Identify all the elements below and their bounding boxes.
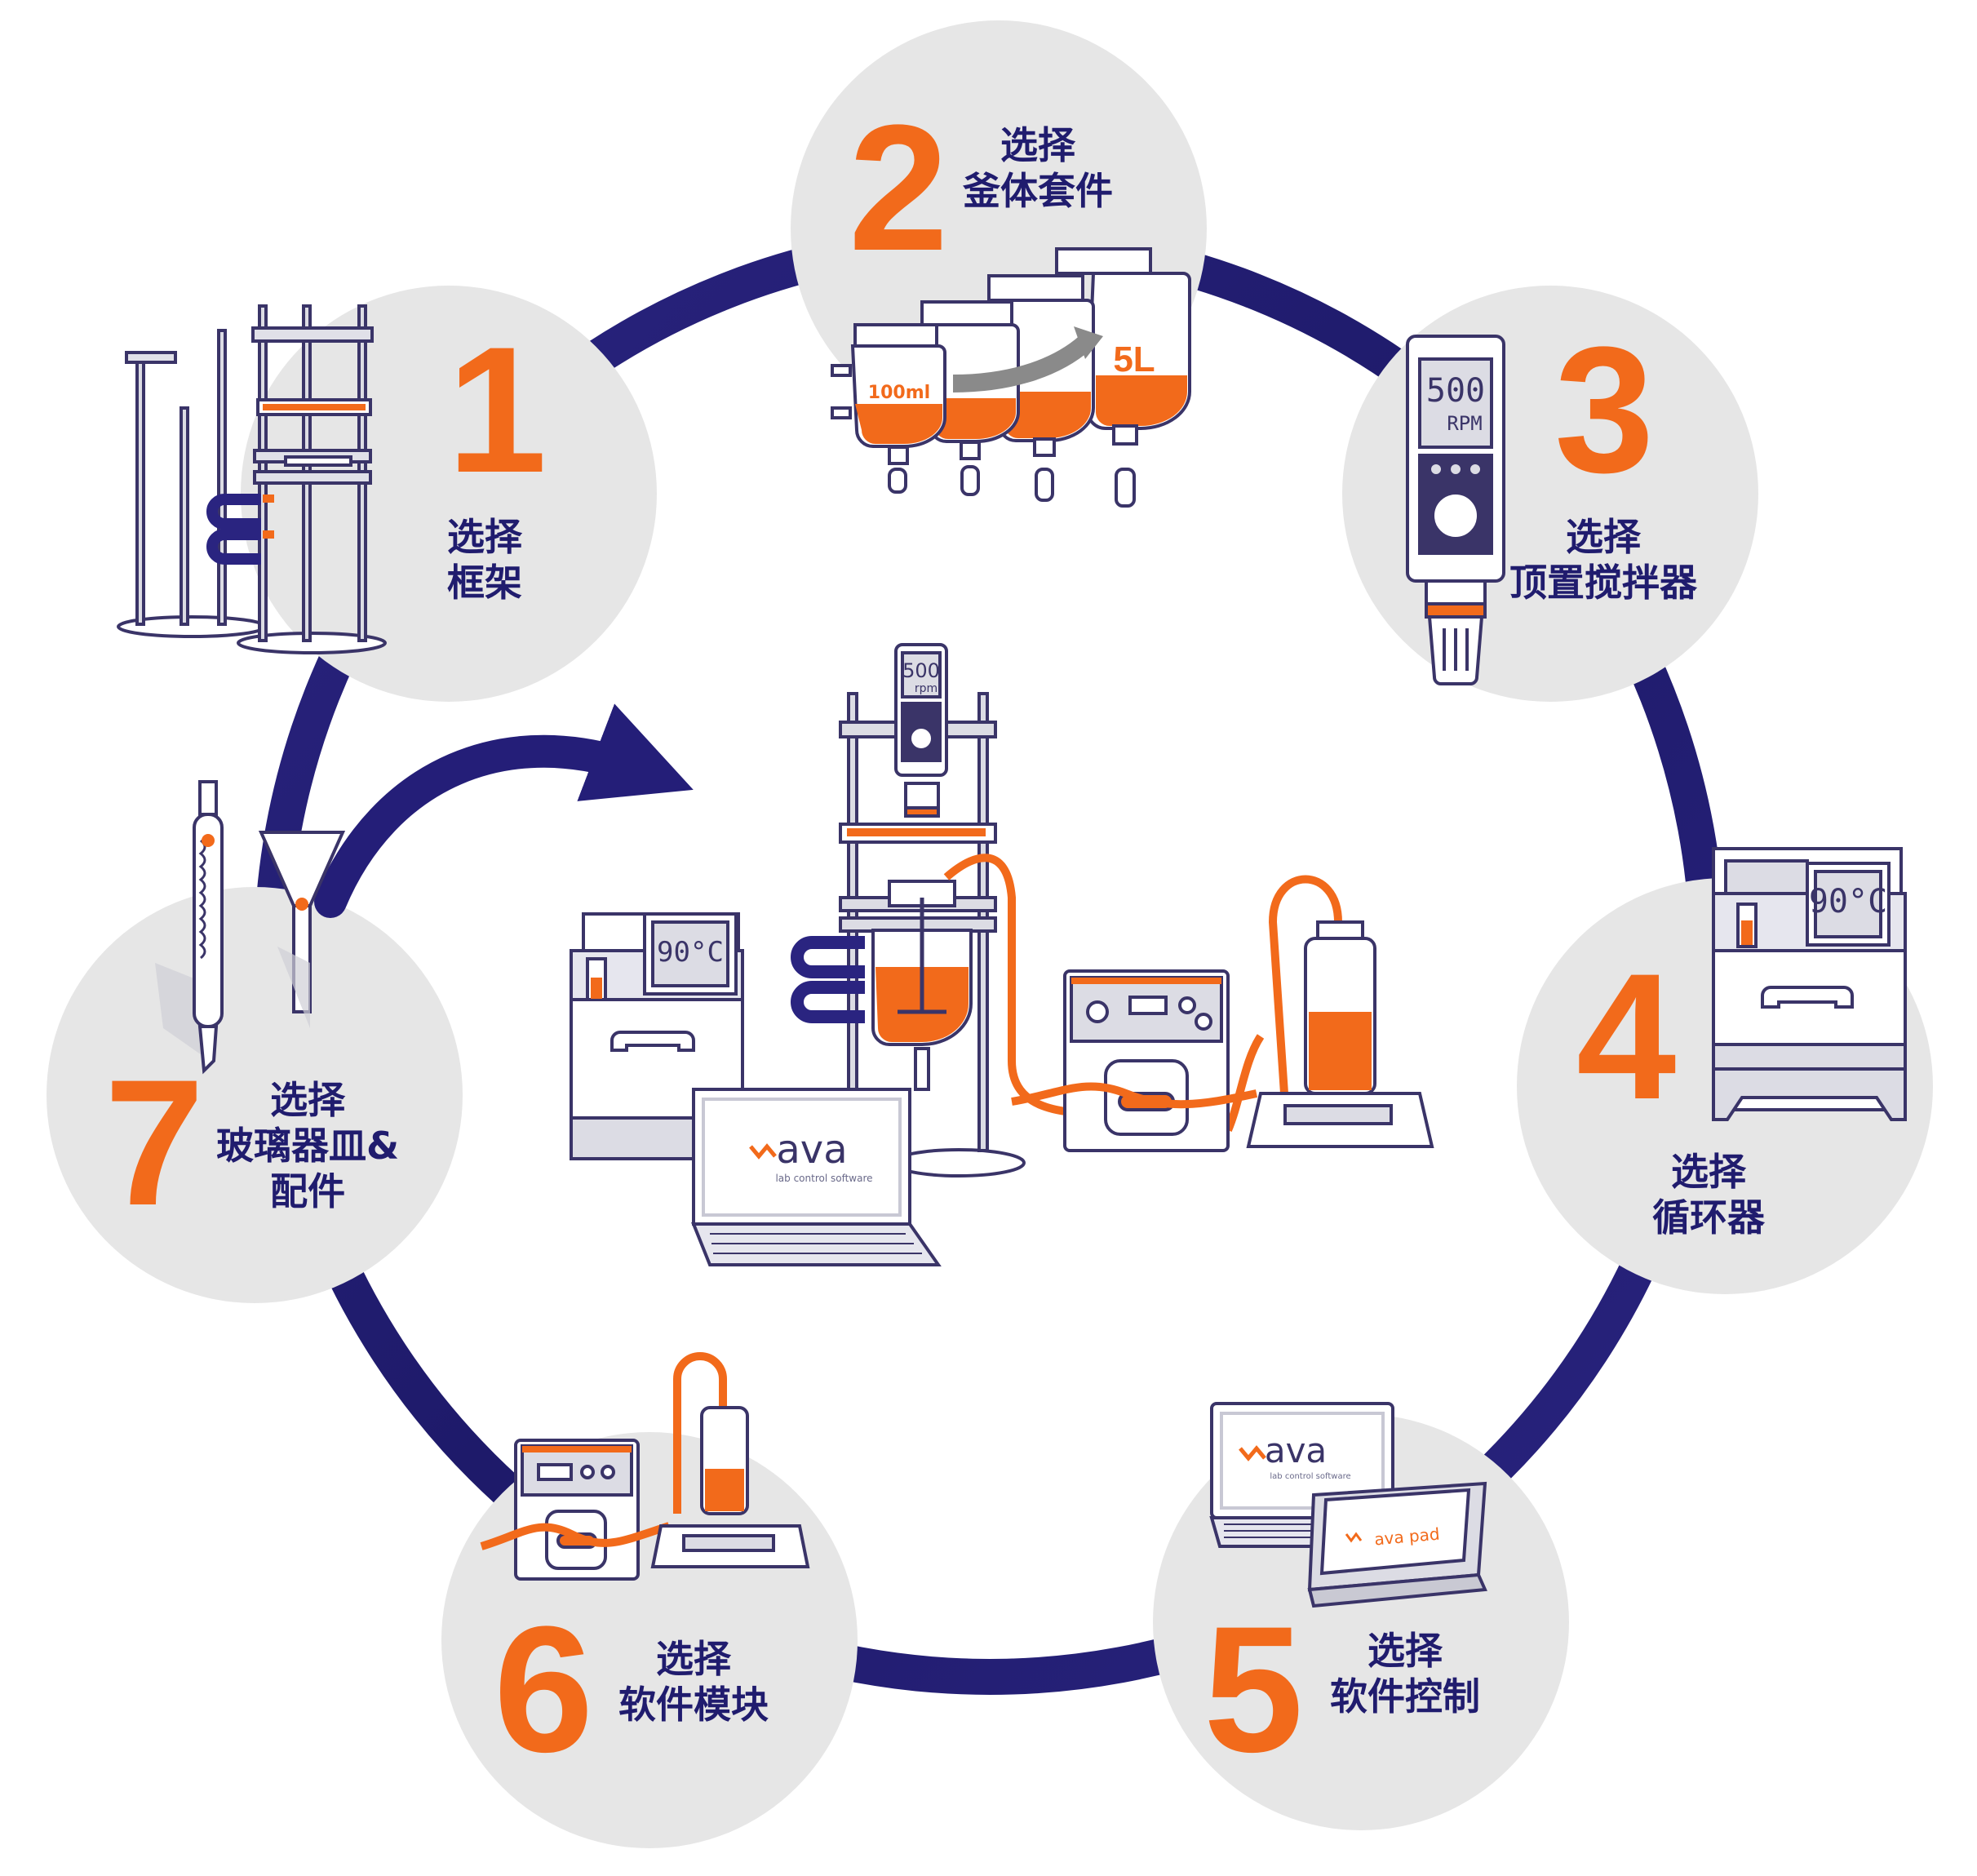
step-6-label-line2: 软件模块 xyxy=(618,1683,769,1727)
step-1-label-line1: 选择 xyxy=(447,515,522,559)
frame-illustration xyxy=(117,304,387,654)
step-7-label-line1: 选择 xyxy=(270,1078,346,1122)
laptop-logo: ava xyxy=(1265,1430,1327,1470)
size-label-large: 5L xyxy=(1113,339,1155,379)
stirrer-display-unit: RPM xyxy=(1447,412,1482,435)
circulator-display: 90°C xyxy=(1809,883,1887,920)
step-7-label: 选择 玻璃器皿& 配件 xyxy=(216,1077,399,1214)
step-6-label-line1: 选择 xyxy=(656,1637,731,1681)
step-3-label: 选择 顶置搅拌器 xyxy=(1509,514,1697,605)
step-5-label-line1: 选择 xyxy=(1367,1629,1443,1673)
stirrer-display-value: 500 xyxy=(1426,372,1485,410)
step-7-label-line2: 玻璃器皿& xyxy=(216,1124,400,1169)
step-7-number: 7 xyxy=(104,1042,205,1243)
center-stirrer-unit: rpm xyxy=(915,682,938,695)
center-software-logo: ava xyxy=(776,1127,847,1173)
step-3-number: 3 xyxy=(1554,309,1655,510)
step-5-number: 5 xyxy=(1203,1589,1304,1790)
glassware-illustration xyxy=(155,780,346,1075)
step-4-label: 选择 循环器 xyxy=(1652,1149,1765,1240)
step-7-label-line3: 配件 xyxy=(270,1169,346,1214)
software-control-illustration xyxy=(1209,1402,1487,1608)
step-4-label-line2: 循环器 xyxy=(1652,1195,1765,1240)
step-2-number: 2 xyxy=(849,87,949,288)
center-system-illustration xyxy=(570,643,1434,1266)
center-software-tagline: lab control software xyxy=(775,1173,872,1184)
step-3-label-line1: 选择 xyxy=(1566,515,1641,559)
step-1-number: 1 xyxy=(447,309,547,510)
step-4-label-line1: 选择 xyxy=(1671,1150,1746,1194)
step-2-label-line2: 釜体套件 xyxy=(963,169,1113,214)
step-3-circle xyxy=(1342,286,1758,702)
vessel-kit-illustration xyxy=(831,247,1191,508)
step-6-label: 选择 软件模块 xyxy=(618,1636,769,1727)
overhead-stirrer-illustration xyxy=(1406,335,1505,685)
laptop-tagline-text: lab control software xyxy=(1270,1472,1350,1481)
step-4-number: 4 xyxy=(1576,936,1677,1137)
software-module-illustration xyxy=(480,1352,810,1581)
step-3-label-line2: 顶置搅拌器 xyxy=(1509,561,1697,605)
step-1-circle xyxy=(241,286,657,702)
step-2-label-line1: 选择 xyxy=(1000,123,1075,167)
circulator-illustration xyxy=(1712,847,1907,1121)
step-5-label: 选择 软件控制 xyxy=(1330,1628,1480,1719)
flow-arrow xyxy=(314,703,694,918)
size-label-small: 100ml xyxy=(868,383,930,403)
step-1-label-line2: 框架 xyxy=(447,561,522,605)
center-circulator-display: 90°C xyxy=(657,936,724,969)
step-1-label: 选择 框架 xyxy=(447,514,522,605)
step-5-label-line2: 软件控制 xyxy=(1330,1674,1480,1719)
step-6-number: 6 xyxy=(494,1589,594,1790)
step-7-circle xyxy=(47,887,463,1303)
center-stirrer-value: 500 xyxy=(902,659,940,682)
step-2-label: 选择 釜体套件 xyxy=(963,122,1113,214)
